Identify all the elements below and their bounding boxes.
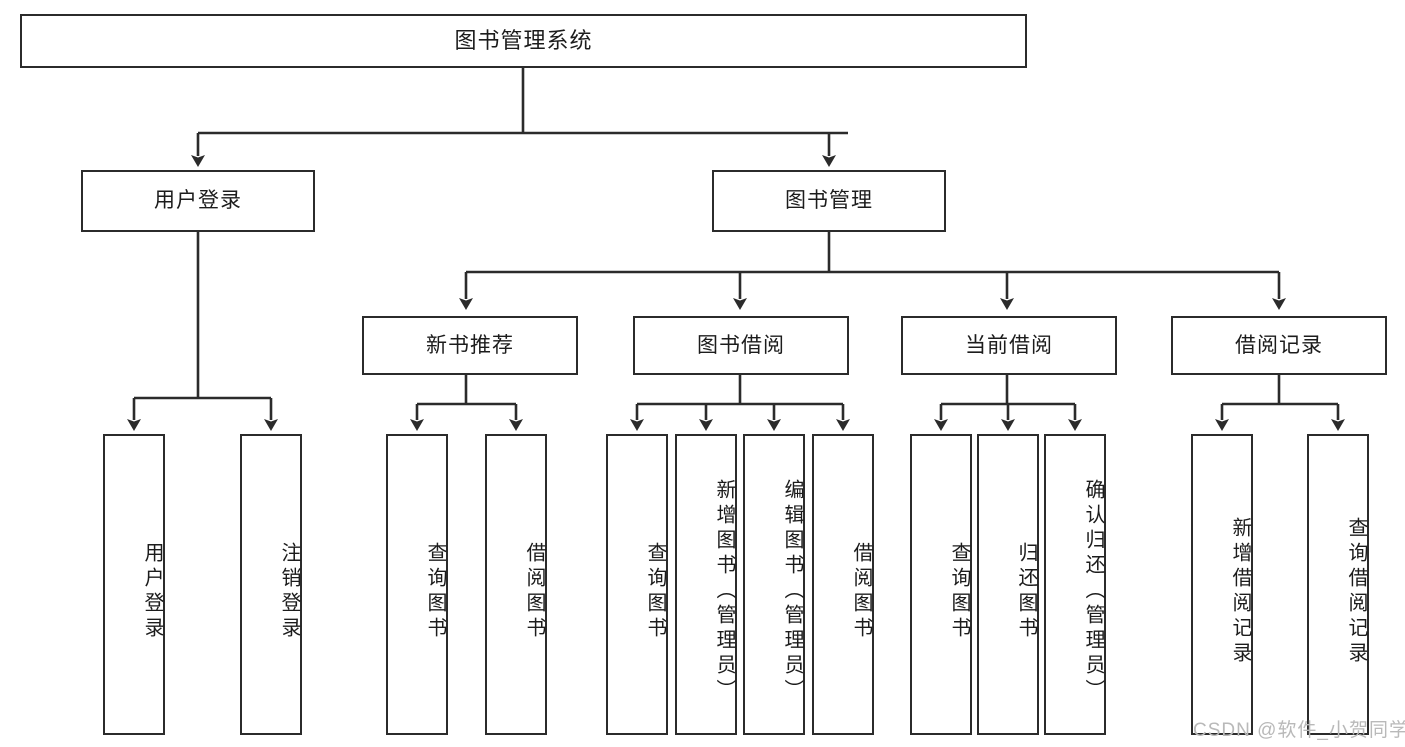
node-user-login[interactable]: 用户登录 bbox=[81, 170, 315, 232]
leaf-borrow-edit-book-admin[interactable]: 编辑图书（管理员） bbox=[743, 434, 805, 735]
leaf-label: 查询图书 bbox=[948, 541, 970, 642]
leaf-borrow-query-book[interactable]: 查询图书 bbox=[606, 434, 668, 735]
node-book-management[interactable]: 图书管理 bbox=[712, 170, 946, 232]
leaf-newbook-query-book[interactable]: 查询图书 bbox=[386, 434, 448, 735]
leaf-current-query-book[interactable]: 查询图书 bbox=[910, 434, 972, 735]
leaf-label: 注销登录 bbox=[278, 541, 300, 642]
leaf-label: 用户登录 bbox=[141, 541, 163, 642]
node-new-book-recommend[interactable]: 新书推荐 bbox=[362, 316, 578, 375]
node-current-borrow[interactable]: 当前借阅 bbox=[901, 316, 1117, 375]
leaf-label: 确认归还（管理员） bbox=[1082, 479, 1104, 704]
leaf-label: 查询借阅记录 bbox=[1345, 516, 1367, 667]
node-borrow-records[interactable]: 借阅记录 bbox=[1171, 316, 1387, 375]
leaf-label: 借阅图书 bbox=[850, 541, 872, 642]
leaf-label: 新增图书（管理员） bbox=[713, 479, 735, 704]
leaf-label: 查询图书 bbox=[644, 541, 666, 642]
leaf-borrow-borrow-book[interactable]: 借阅图书 bbox=[812, 434, 874, 735]
leaf-current-return-book[interactable]: 归还图书 bbox=[977, 434, 1039, 735]
leaf-label: 查询图书 bbox=[424, 541, 446, 642]
leaf-label: 借阅图书 bbox=[523, 541, 545, 642]
leaf-records-query-record[interactable]: 查询借阅记录 bbox=[1307, 434, 1369, 735]
leaf-current-confirm-return-admin[interactable]: 确认归还（管理员） bbox=[1044, 434, 1106, 735]
node-book-borrow[interactable]: 图书借阅 bbox=[633, 316, 849, 375]
leaf-logout[interactable]: 注销登录 bbox=[240, 434, 302, 735]
watermark-text: CSDN @软件_小贺同学 bbox=[1193, 720, 1405, 741]
leaf-label: 编辑图书（管理员） bbox=[781, 479, 803, 704]
leaf-label: 归还图书 bbox=[1015, 541, 1037, 642]
leaf-records-add-record[interactable]: 新增借阅记录 bbox=[1191, 434, 1253, 735]
leaf-borrow-add-book-admin[interactable]: 新增图书（管理员） bbox=[675, 434, 737, 735]
leaf-newbook-borrow-book[interactable]: 借阅图书 bbox=[485, 434, 547, 735]
node-root-system[interactable]: 图书管理系统 bbox=[20, 14, 1027, 68]
leaf-label: 新增借阅记录 bbox=[1229, 516, 1251, 667]
leaf-user-login[interactable]: 用户登录 bbox=[103, 434, 165, 735]
